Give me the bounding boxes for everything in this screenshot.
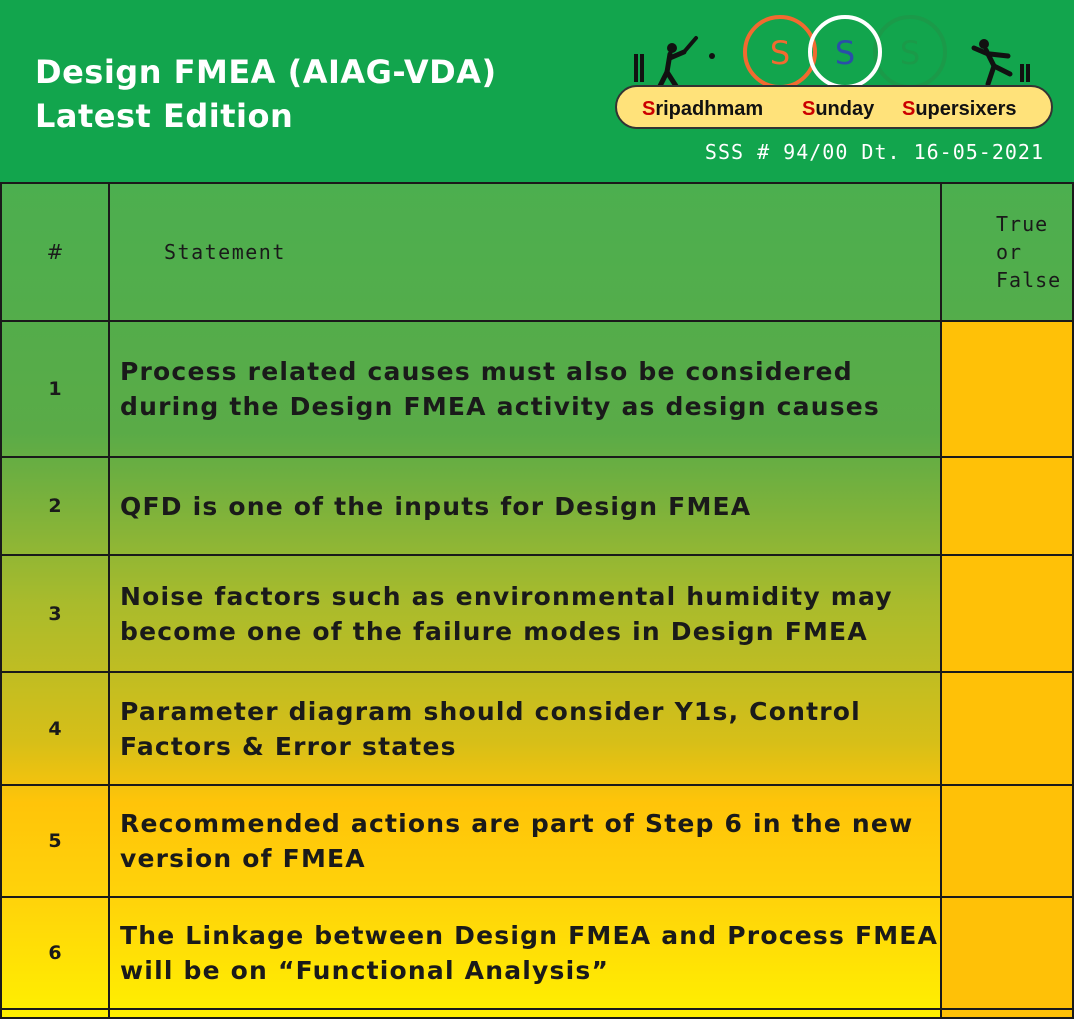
stumps-icon [1020,64,1030,82]
header-tf-line-2: or [996,240,1023,264]
row-statement: Process related causes must also be cons… [108,320,942,458]
header-true-false: True or False [940,182,1074,322]
true-false-answer-cell[interactable] [940,320,1074,458]
table-row: 2 QFD is one of the inputs for Design FM… [0,456,1074,556]
row-statement: QFD is one of the inputs for Design FMEA [108,456,942,556]
header-number: # [0,182,110,322]
title-line-2: Latest Edition [35,97,294,135]
title-line-1: Design FMEA (AIAG-VDA) [35,53,497,91]
table-row: 4 Parameter diagram should consider Y1s,… [0,671,1074,786]
logo-banner [615,85,1053,129]
statements-table: # Statement True or False 1 Process rela… [0,182,1074,1019]
header-tf-line-3: False [996,268,1062,292]
logo-letter-3: S [900,34,920,72]
true-false-answer-cell[interactable] [940,896,1074,1010]
table-row: 6 The Linkage between Design FMEA and Pr… [0,896,1074,1010]
header-tf-line-1: True [996,212,1049,236]
row-statement: The Linkage between Design FMEA and Proc… [108,896,942,1010]
header-banner: Design FMEA (AIAG-VDA) Latest Edition S … [0,0,1074,183]
reference-number: SSS # 94/00 Dt. 16-05-2021 [704,140,1044,164]
row-number: 4 [0,671,110,786]
true-false-answer-cell[interactable] [940,554,1074,673]
stumps-icon [634,54,644,82]
table-row: 5 Recommended actions are part of Step 6… [0,784,1074,898]
true-false-answer-cell[interactable] [940,456,1074,556]
table-row: 3 Noise factors such as environmental hu… [0,554,1074,673]
table-header-row: # Statement True or False [0,182,1074,322]
row-statement: Parameter diagram should consider Y1s, C… [108,671,942,786]
row-number: 2 [0,456,110,556]
logo-words: Sripadhmam Sunday Supersixers [642,98,1017,120]
row-number: 6 [0,896,110,1010]
table-row: 1 Process related causes must also be co… [0,320,1074,458]
sss-logo: S S S Sripadhmam Sunday Supersixers [615,15,1053,129]
page-title: Design FMEA (AIAG-VDA) Latest Edition [35,50,497,138]
row-statement: Noise factors such as environmental humi… [108,554,942,673]
true-false-answer-cell[interactable] [940,671,1074,786]
row-number: 1 [0,320,110,458]
true-false-answer-cell[interactable] [940,784,1074,898]
logo-letter-2: S [835,34,855,72]
logo-letter-1: S [770,34,790,72]
batsman-icon [657,36,698,89]
header-statement: Statement [108,182,942,322]
row-number: 5 [0,784,110,898]
bowler-icon [971,39,1013,87]
row-number: 3 [0,554,110,673]
row-statement: Recommended actions are part of Step 6 i… [108,784,942,898]
ball-icon [709,53,715,59]
